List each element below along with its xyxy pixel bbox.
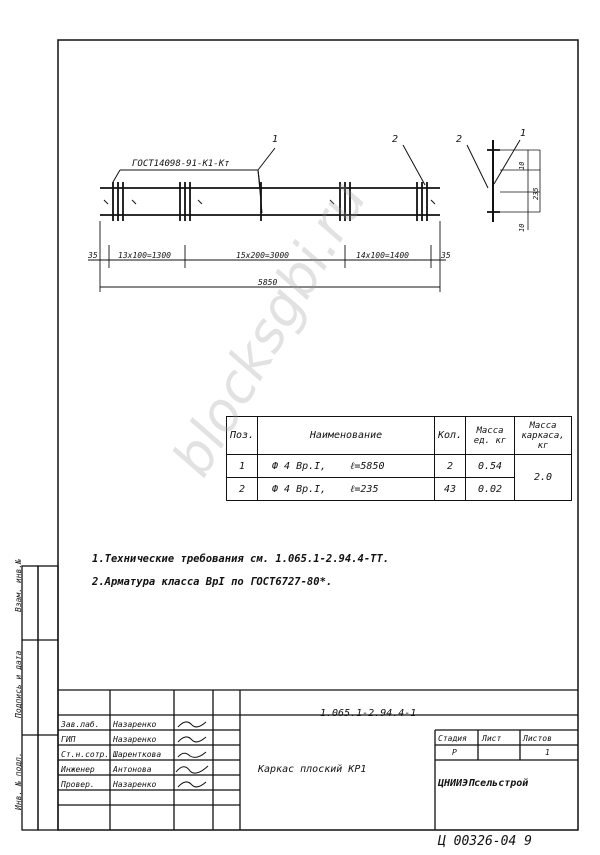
header-qty: Кол. bbox=[434, 416, 466, 455]
role-2: Ст.н.сотр. bbox=[61, 750, 110, 759]
row2-mass: 0.02 bbox=[465, 477, 515, 501]
dim-seg-right: 14х100=1400 bbox=[356, 251, 409, 260]
name-0: Назаренко bbox=[113, 720, 157, 729]
organization: ЦНИИЭПсельстрой bbox=[438, 778, 529, 789]
sheet-frame bbox=[57, 39, 579, 831]
dim-total: 5850 bbox=[258, 278, 277, 287]
stage-value: Р bbox=[452, 748, 457, 757]
header-mass-frame: Масса каркаса, кг bbox=[514, 416, 572, 455]
row1-pos: 1 bbox=[226, 454, 258, 478]
sheets-value: 1 bbox=[545, 748, 550, 757]
side-cell-mid: Подпись и дата bbox=[14, 650, 23, 718]
header-pos: Поз. bbox=[226, 416, 258, 455]
side-callout-2: 2 bbox=[456, 134, 462, 145]
signatures bbox=[175, 721, 209, 788]
spec-table: Поз. Наименование Кол. Масса ед. кг Масс… bbox=[226, 416, 572, 501]
title-block-grid bbox=[58, 689, 578, 830]
dim-end-left: 35 bbox=[87, 251, 98, 260]
header-name: Наименование bbox=[257, 416, 435, 455]
note-2: 2.Арматура класса ВрI по ГОСТ6727-80*. bbox=[92, 576, 333, 588]
sheets-label: Листов bbox=[523, 734, 552, 743]
side-dim-height: 235 bbox=[532, 187, 540, 200]
role-0: Зав.лаб. bbox=[61, 720, 100, 729]
role-3: Инженер bbox=[61, 765, 95, 774]
stage-label: Стадия bbox=[438, 734, 467, 743]
dim-seg-left: 13х100=1300 bbox=[118, 251, 171, 260]
row2-length: ℓ=235 bbox=[350, 483, 379, 495]
sheet-label: Лист bbox=[482, 734, 502, 743]
frame-mass: 2.0 bbox=[514, 454, 572, 501]
side-strip bbox=[21, 565, 59, 831]
role-4: Провер. bbox=[61, 780, 95, 789]
note-1: 1.Технические требования см. 1.065.1-2.9… bbox=[92, 553, 390, 565]
name-1: Назаренко bbox=[113, 735, 157, 744]
side-dim-bottom: 10 bbox=[518, 224, 526, 232]
row1-qty: 2 bbox=[434, 454, 466, 478]
callout-2: 2 bbox=[392, 134, 398, 145]
doc-code: 1.065.1-2.94.4-1 bbox=[320, 708, 417, 719]
row2-name: Ф 4 Вр.I, ℓ=235 bbox=[257, 477, 435, 501]
row2-qty: 43 bbox=[434, 477, 466, 501]
dim-seg-mid: 15х200=3000 bbox=[236, 251, 289, 260]
frame-elevation bbox=[100, 182, 440, 221]
table-row: 1 Ф 4 Вр.I, ℓ=5850 2 0.54 2.0 bbox=[226, 454, 572, 501]
dimension-chain bbox=[88, 221, 446, 292]
header-mass-unit: Масса ед. кг bbox=[465, 416, 515, 455]
row2-pos: 2 bbox=[226, 477, 258, 501]
table-row: 2 Ф 4 Вр.I, ℓ=235 43 0.02 bbox=[226, 477, 572, 501]
side-cell-bot: Инв. № подл. bbox=[14, 752, 23, 810]
row1-name-text: Ф 4 Вр.I, bbox=[272, 460, 327, 472]
row1-mass: 0.54 bbox=[465, 454, 515, 478]
notes-block: 1.Технические требования см. 1.065.1-2.9… bbox=[92, 548, 389, 594]
side-dim-top: 10 bbox=[518, 162, 526, 170]
side-cell-top: Взам. инв.№ bbox=[14, 559, 23, 612]
leaders bbox=[112, 144, 426, 214]
name-2: Шаренткова bbox=[113, 750, 162, 759]
row1-length: ℓ=5850 bbox=[350, 460, 385, 472]
name-3: Антонова bbox=[113, 765, 152, 774]
name-4: Назаренко bbox=[113, 780, 157, 789]
callout-1: 1 bbox=[272, 134, 278, 145]
gost-label: ГОСТ14098-91-К1-Кт bbox=[132, 159, 230, 169]
row2-name-text: Ф 4 Вр.I, bbox=[272, 483, 327, 495]
archive-number: Ц 00326-04 9 bbox=[438, 834, 532, 849]
side-callout-1: 1 bbox=[520, 128, 526, 139]
row1-name: Ф 4 Вр.I, ℓ=5850 bbox=[257, 454, 435, 478]
drawing-title: Каркас плоский КР1 bbox=[258, 764, 367, 775]
dim-end-right: 35 bbox=[440, 251, 451, 260]
role-1: ГИП bbox=[61, 735, 76, 744]
side-section bbox=[466, 139, 541, 230]
